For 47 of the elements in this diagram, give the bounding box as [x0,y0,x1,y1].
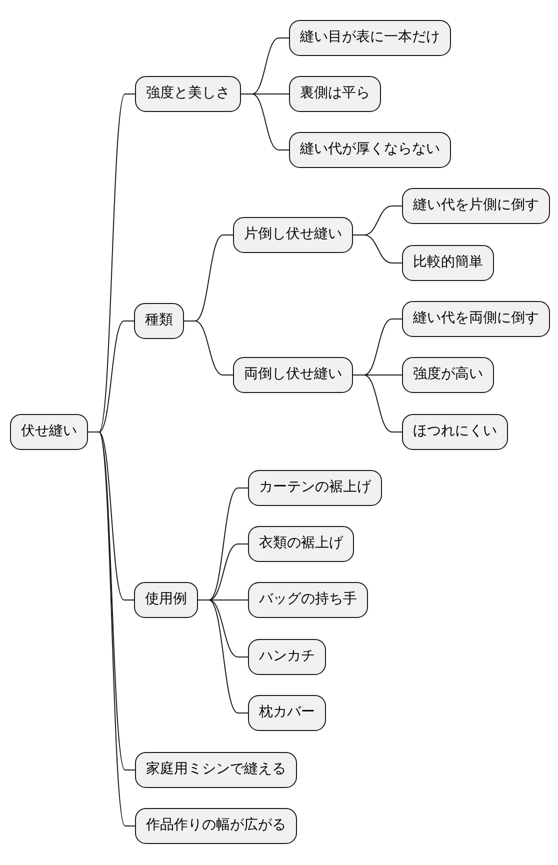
topic-label: カーテンの裾上げ [259,480,371,496]
topic-label: 比較的簡単 [413,255,483,271]
topic-label: 作品作りの幅が広がる [146,818,286,834]
connector-line [352,234,402,264]
connector-line [184,320,234,376]
topic-box [289,20,451,56]
topic-label: 強度が高い [413,367,483,383]
topic-label: ほつれにくい [413,424,497,440]
topic-box [134,582,198,618]
central-topic-box [10,414,88,450]
topic-box [135,76,241,112]
topic-label: 両倒し伏せ縫い [244,367,342,383]
topic-label: 片倒し伏せ縫い [244,227,342,243]
topic-box [402,414,508,450]
topic-label: ハンカチ [259,649,315,665]
topic-label: 使用例 [145,592,187,608]
topic-label: 縫い代が厚くならない [300,142,440,158]
topic-label: 伏せ縫い [21,424,77,440]
connector-line [352,374,402,432]
topic-box [248,526,354,562]
connector-line [198,600,248,714]
topic-box [248,470,382,506]
topic-box [248,639,326,675]
topic-box [289,76,381,112]
topic-label: バッグの持ち手 [259,592,357,608]
topic-box [135,752,297,788]
topic-label: 裏側は平ら [300,86,370,102]
topic-label: 縫い代を片側に倒す [413,198,539,214]
topic-label: 枕カバー [259,705,315,721]
topic-box [134,303,184,339]
topic-label: 縫い目が表に一本だけ [300,30,440,46]
topic-box [135,808,297,844]
topic-label: 衣類の裾上げ [259,536,343,552]
topic-box [402,301,550,337]
topic-box [233,217,353,253]
topic-label: 家庭用ミシンで縫える [146,762,286,778]
topic-box [402,357,494,393]
topic-label: 種類 [145,313,173,329]
topic-box [233,357,353,393]
topic-box [248,695,326,731]
topic-box [402,188,550,224]
topic-box [402,245,494,281]
topic-label: 強度と美しさ [146,86,230,102]
topic-box [289,132,451,168]
connector-line [240,94,290,150]
topic-label: 縫い代を両側に倒す [413,311,539,327]
topic-box [248,582,368,618]
